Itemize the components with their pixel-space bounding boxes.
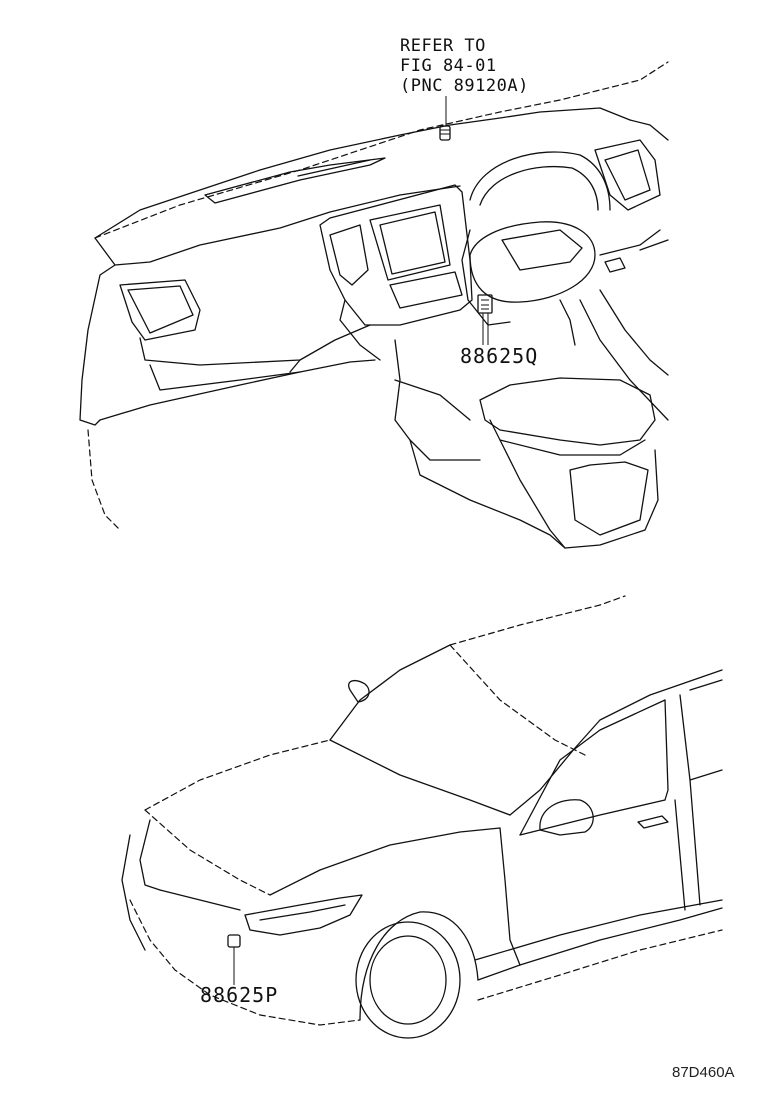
part-number-88625q[interactable]: 88625Q (460, 344, 539, 368)
vehicle-illustration (121, 595, 723, 1039)
reference-line-3: (PNC 89120A) (400, 76, 529, 96)
part-number-88625p[interactable]: 88625P (200, 983, 279, 1007)
leader-line-88625q (482, 313, 489, 345)
reference-line-2: FIG 84-01 (400, 56, 497, 76)
reference-line-1: REFER TO (400, 36, 486, 56)
dashboard-illustration (79, 61, 669, 549)
reference-note: REFER TO FIG 84-01 (PNC 89120A) (400, 36, 529, 96)
figure-code: 87D460A (672, 1064, 735, 1081)
